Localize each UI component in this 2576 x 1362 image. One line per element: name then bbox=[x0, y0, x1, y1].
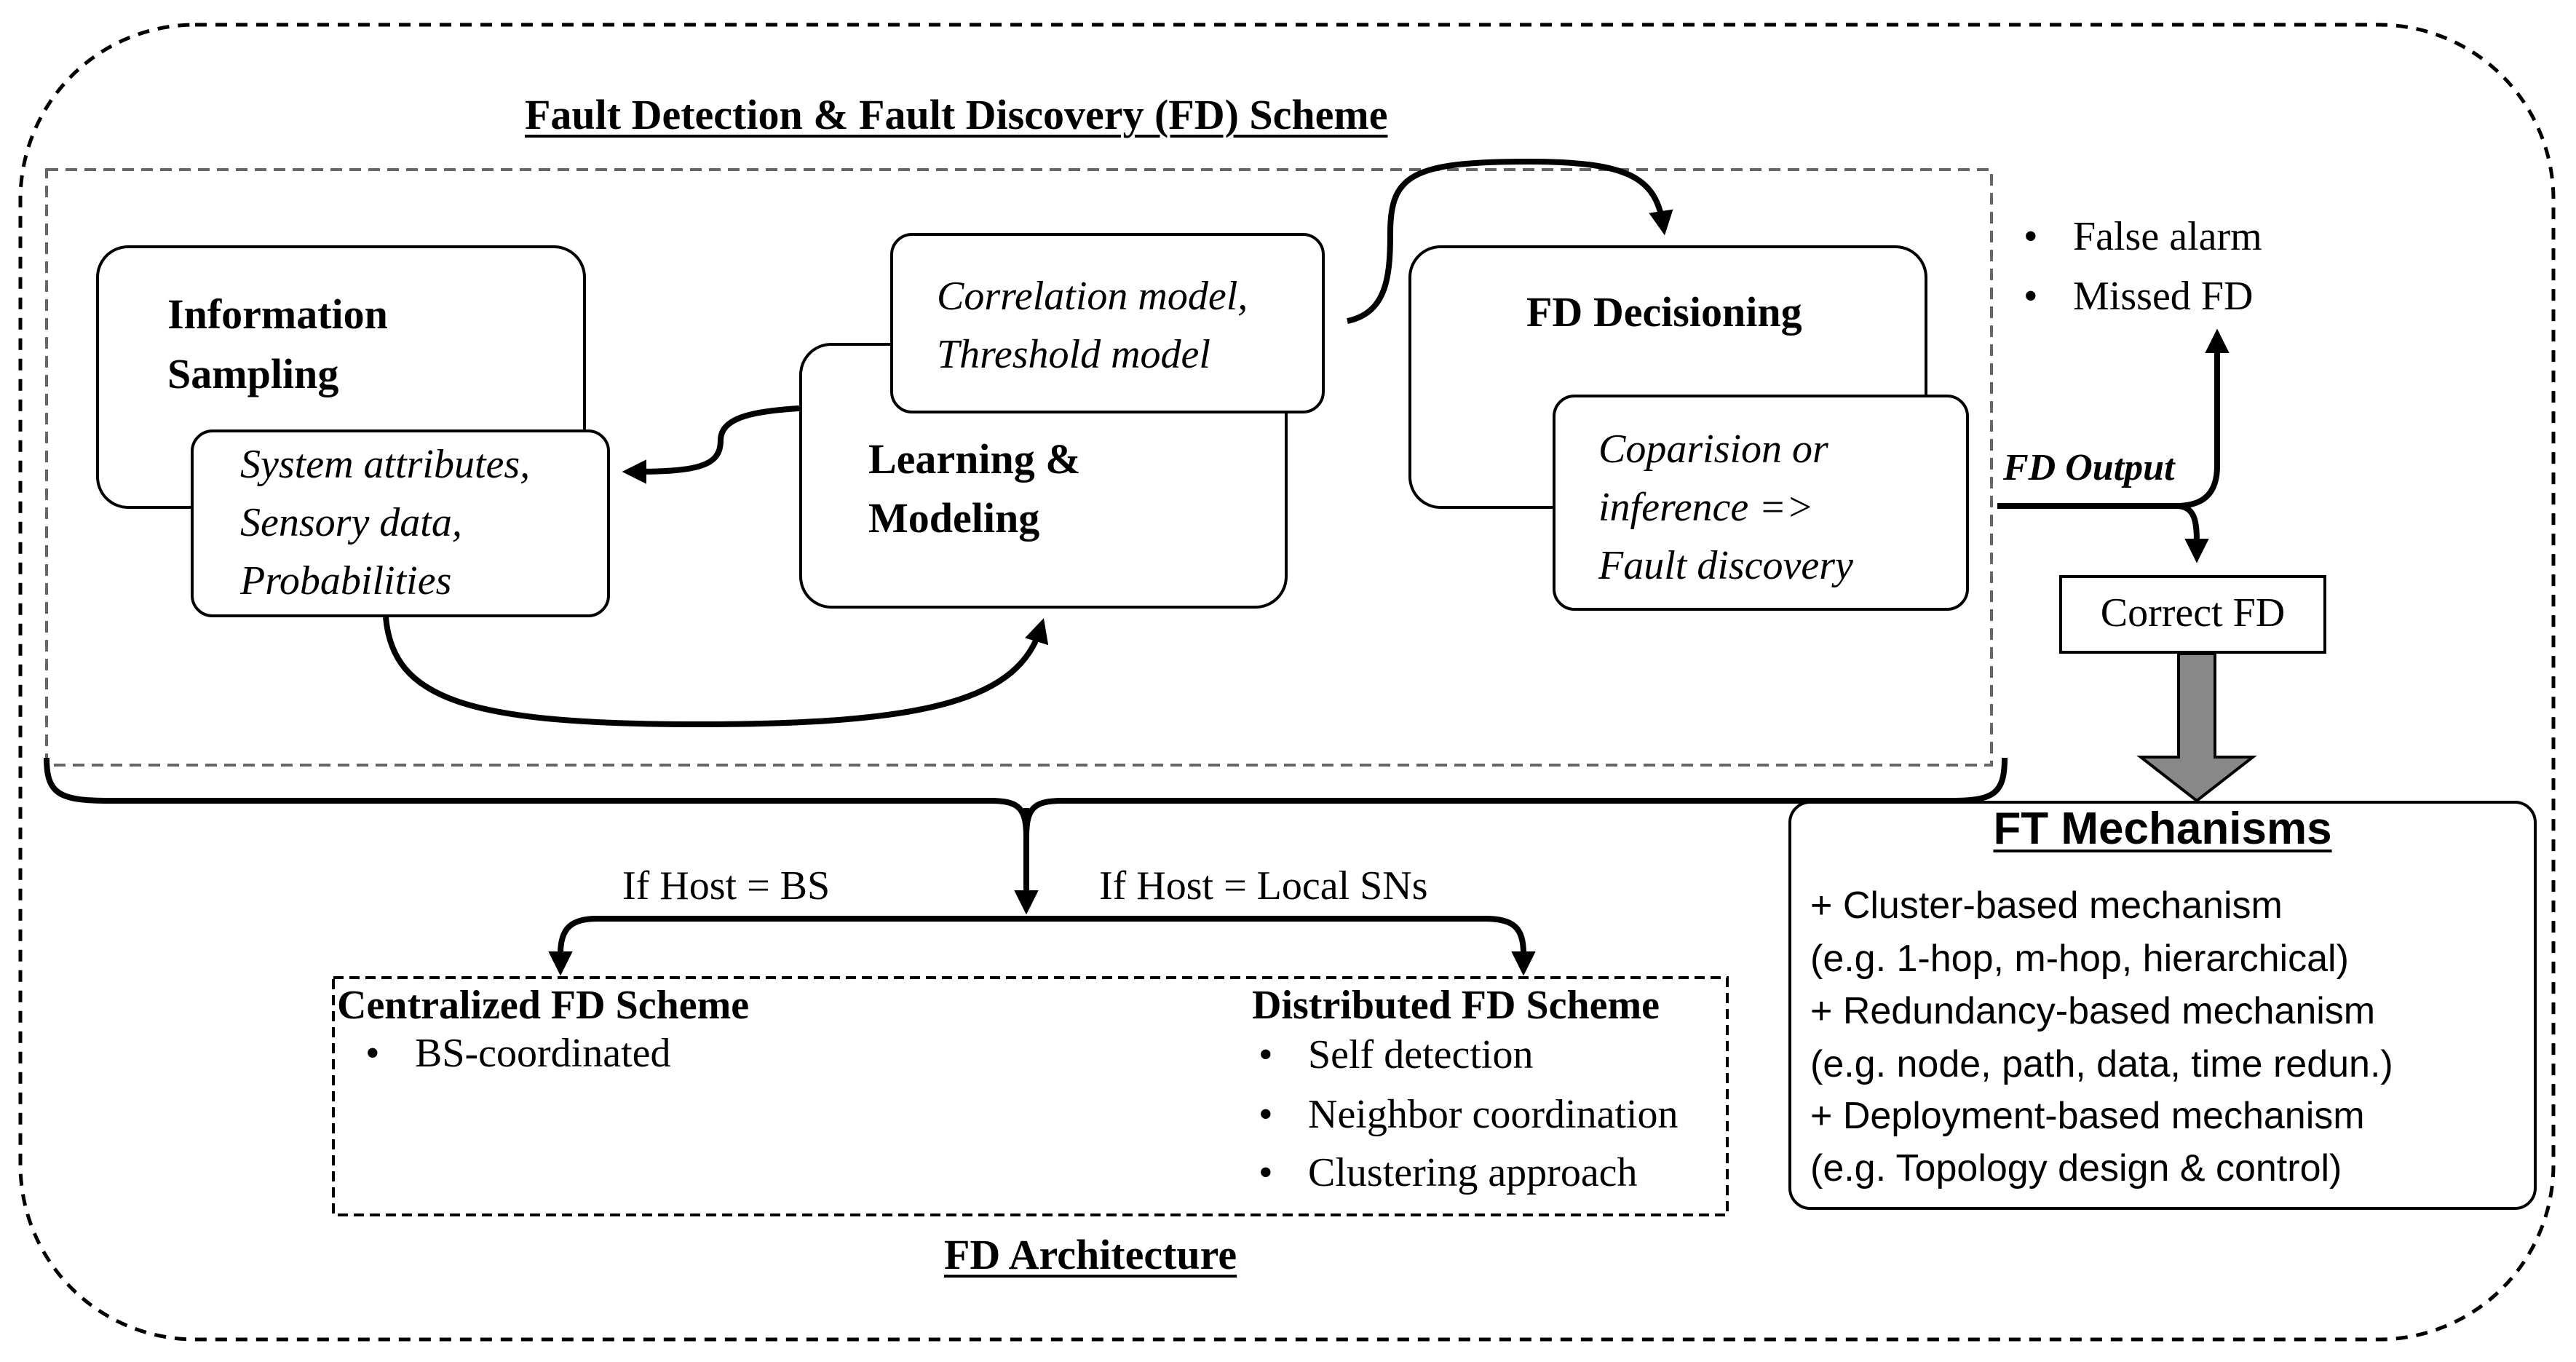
distributed-bullet-1: Self detection bbox=[1259, 1029, 1534, 1080]
info-sampling-line2: Sampling bbox=[167, 350, 339, 397]
ft-mechanisms-box bbox=[1788, 801, 2537, 1210]
sampling-detail-line3: Probabilities bbox=[240, 558, 452, 603]
model-detail-line1: Correlation model, bbox=[937, 274, 1248, 319]
learning-line1: Learning & bbox=[868, 435, 1081, 483]
architecture-title: FD Architecture bbox=[944, 1231, 1237, 1278]
decision-detail-line3: Fault discovery bbox=[1598, 543, 1853, 588]
arrow-model-to-decisioning bbox=[1347, 158, 1673, 324]
sampling-detail-line1: System attributes, bbox=[240, 442, 531, 487]
decision-detail-line2: inference => bbox=[1598, 485, 1814, 530]
scheme-title: Fault Detection & Fault Discovery (FD) S… bbox=[525, 91, 1388, 138]
branch-label-bs: If Host = BS bbox=[622, 863, 831, 908]
block-arrow-to-ft bbox=[2136, 652, 2257, 803]
arrow-sampling-to-learning bbox=[383, 617, 1049, 728]
fd-architecture-region bbox=[332, 976, 1729, 1216]
distributed-title: Distributed FD Scheme bbox=[1252, 983, 1660, 1028]
decisioning-title: FD Decisioning bbox=[1526, 288, 1802, 336]
arrow-learning-to-sampling bbox=[622, 405, 800, 484]
correct-fd-box bbox=[2059, 575, 2326, 654]
bullet-missed-fd: Missed FD bbox=[2024, 271, 2253, 322]
centralized-title: Centralized FD Scheme bbox=[337, 983, 750, 1028]
ft-mechanisms-title: FT Mechanisms bbox=[1993, 804, 2332, 854]
arrow-output-to-correct-fd bbox=[2176, 503, 2209, 563]
arrow-branch-distributed bbox=[1026, 916, 1536, 976]
ft-line-1: + Cluster-based mechanism bbox=[1810, 884, 2283, 927]
info-sampling-line1: Information bbox=[167, 290, 388, 338]
fd-scheme-region bbox=[45, 168, 1993, 767]
ft-line-6: (e.g. Topology design & control) bbox=[1810, 1147, 2342, 1189]
arrow-branch-centralized bbox=[548, 916, 1026, 976]
model-detail-line2: Threshold model bbox=[937, 332, 1210, 377]
sampling-detail-box bbox=[191, 429, 610, 617]
decision-detail-line1: Coparision or bbox=[1598, 427, 1828, 472]
bullet-false-alarm: False alarm bbox=[2024, 211, 2262, 262]
model-detail-box bbox=[890, 233, 1325, 413]
ft-line-4: (e.g. node, path, data, time redun.) bbox=[1810, 1043, 2393, 1085]
correct-fd-label: Correct FD bbox=[2100, 590, 2286, 636]
fd-output-label: FD Output bbox=[2003, 447, 2175, 488]
distributed-bullet-2: Neighbor coordination bbox=[1259, 1089, 1678, 1140]
decision-detail-box bbox=[1553, 395, 1969, 611]
sampling-detail-line2: Sensory data, bbox=[240, 500, 462, 545]
branch-label-local: If Host = Local SNs bbox=[1099, 863, 1428, 908]
ft-line-3: + Redundancy-based mechanism bbox=[1810, 990, 2376, 1032]
centralized-bullet-1: BS-coordinated bbox=[365, 1028, 671, 1079]
outer-frame bbox=[18, 23, 2556, 1342]
ft-line-5: + Deployment-based mechanism bbox=[1810, 1095, 2365, 1137]
learning-line2: Modeling bbox=[868, 494, 1040, 542]
distributed-bullet-3: Clustering approach bbox=[1259, 1147, 1637, 1198]
ft-line-2: (e.g. 1-hop, m-hop, hierarchical) bbox=[1810, 938, 2349, 980]
